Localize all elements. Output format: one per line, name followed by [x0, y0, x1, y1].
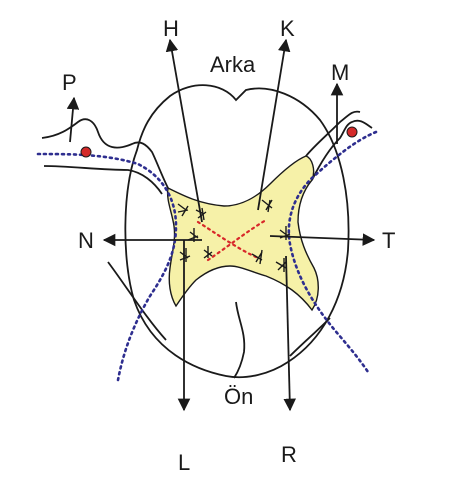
- left-nerve-root-lower: [43, 165, 163, 195]
- arrow-h: [165, 38, 203, 223]
- spinal-cord-outline: [124, 84, 350, 379]
- arrow-p: [66, 96, 80, 143]
- right-ventral-root: [289, 317, 331, 357]
- label-t: T: [382, 228, 395, 253]
- crossing-pathway-1: [196, 220, 260, 260]
- label-front: Ön: [224, 384, 253, 409]
- label-r: R: [281, 442, 297, 467]
- arrow-r: [283, 255, 297, 412]
- left-ventral-root: [107, 261, 167, 341]
- arrow-k: [257, 38, 291, 211]
- label-l: L: [178, 450, 190, 475]
- label-h: H: [163, 16, 179, 41]
- label-m: M: [331, 60, 349, 85]
- label-back: Arka: [210, 52, 256, 77]
- label-k: K: [280, 16, 295, 41]
- left-dotted-pathway: [36, 152, 178, 382]
- label-n: N: [78, 228, 94, 253]
- anterior-fissure: [233, 301, 246, 379]
- left-ganglion: [80, 146, 92, 158]
- label-p: P: [62, 70, 77, 95]
- gray-matter: [166, 155, 319, 312]
- arrow-t: [269, 233, 376, 246]
- right-dotted-pathway: [287, 130, 378, 374]
- right-nerve-root-upper: [311, 119, 373, 181]
- crossing-pathway-2: [206, 218, 268, 262]
- left-nerve-root-upper: [41, 118, 169, 189]
- right-nerve-root-lower: [305, 110, 361, 157]
- right-ganglion: [346, 126, 358, 138]
